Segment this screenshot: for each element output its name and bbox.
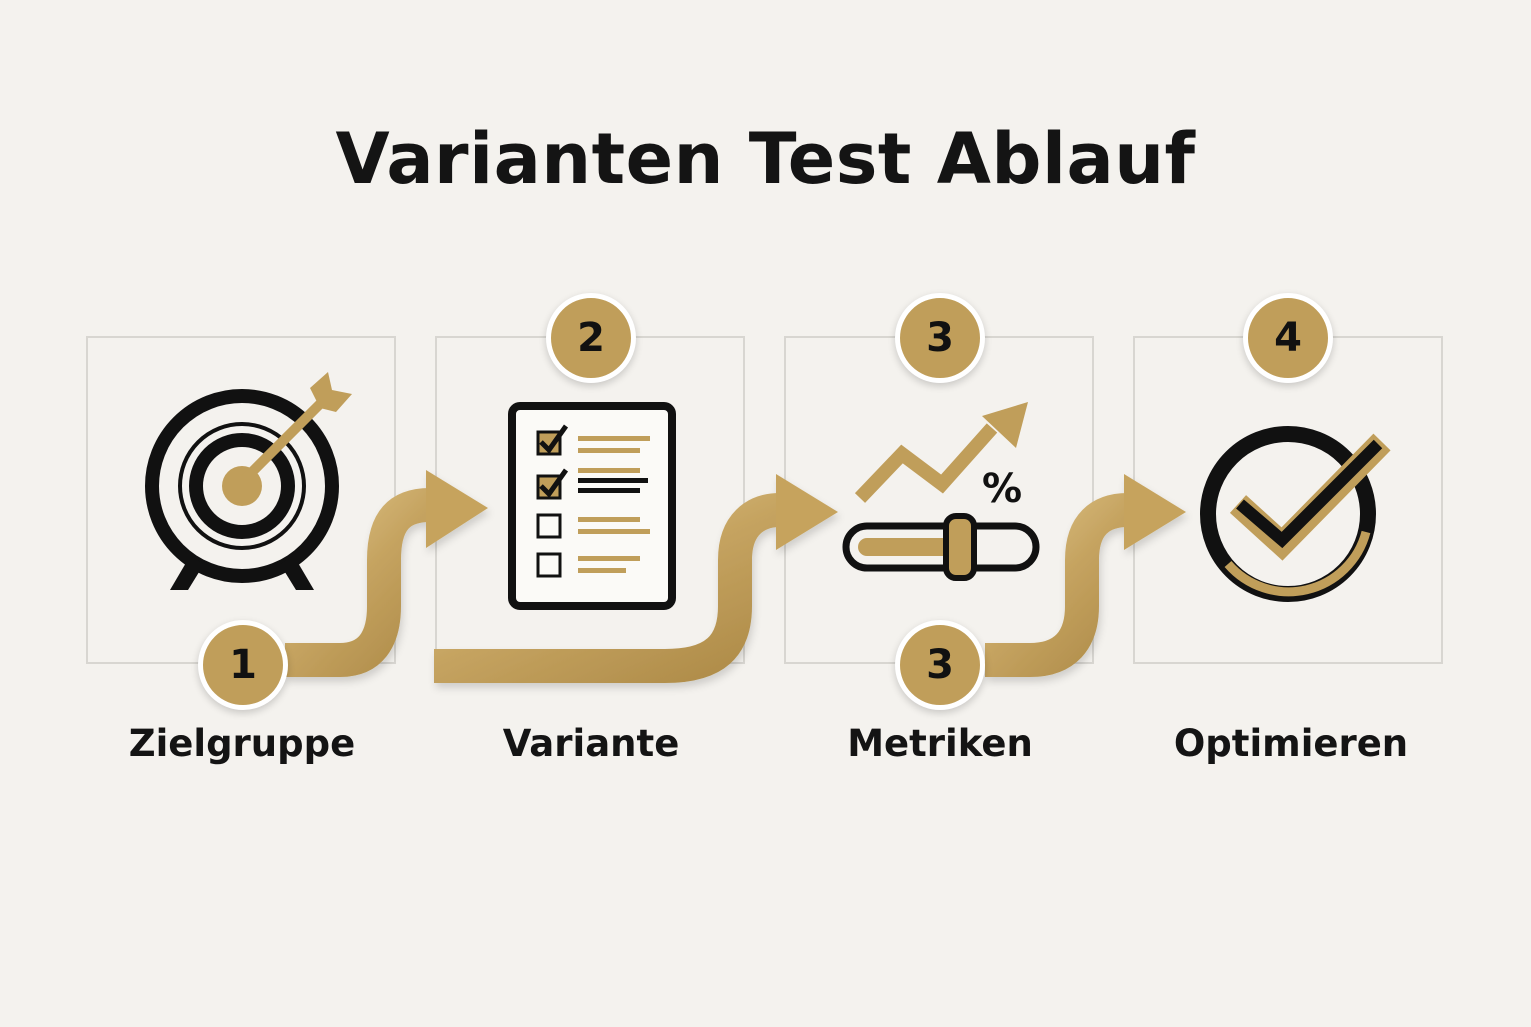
step-label-metriken: Metriken bbox=[847, 722, 1033, 765]
metrics-percent-text: % bbox=[982, 466, 1022, 512]
flow-arrow-2-head bbox=[776, 474, 838, 550]
step-badge-1: 1 bbox=[198, 620, 288, 710]
flow-arrow-1 bbox=[285, 488, 431, 677]
step-label-optimieren: Optimieren bbox=[1173, 722, 1409, 765]
step-badge-4: 4 bbox=[1243, 293, 1333, 383]
check-circle-icon bbox=[1200, 426, 1391, 602]
step-badge-2: 2 bbox=[546, 293, 636, 383]
flow-arrow-3 bbox=[985, 493, 1129, 677]
flow-arrow-3-head bbox=[1124, 474, 1186, 550]
target-icon bbox=[145, 372, 352, 590]
step-badge-3-bottom: 3 bbox=[895, 620, 985, 710]
flow-arrow-1-head bbox=[426, 470, 488, 548]
diagram-title: Varianten Test Ablauf bbox=[335, 118, 1196, 200]
flow-arrow-2 bbox=[434, 493, 781, 683]
step-badge-3: 3 bbox=[895, 293, 985, 383]
step-label-zielgruppe: Zielgruppe bbox=[128, 722, 356, 765]
checklist-icon bbox=[508, 402, 676, 610]
step-label-variante: Variante bbox=[502, 722, 680, 765]
metrics-icon: % bbox=[842, 402, 1040, 581]
